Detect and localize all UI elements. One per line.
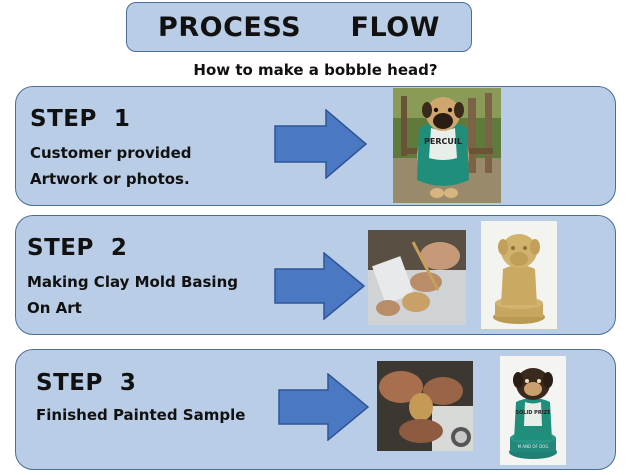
finished-bobblehead-photo: SOLID PRIZE M AND OF DOG <box>500 356 566 465</box>
step-3-panel: STEP 3 Finished Painted Sample <box>15 349 616 470</box>
page-title: PROCESS FLOW <box>158 11 440 43</box>
step-2-description-line-2: On Art <box>27 299 82 317</box>
step-2-title: STEP 2 <box>27 235 128 261</box>
step-1-description: Customer provided Artwork or photos. <box>30 140 192 192</box>
step-3-description: Finished Painted Sample <box>36 402 245 428</box>
bobblehead-base-text: M AND OF DOG <box>518 444 549 449</box>
finished-bobblehead-photo-image: SOLID PRIZE M AND OF DOG <box>500 356 566 465</box>
sculpting-photo-image <box>368 230 466 325</box>
step-2-description: Making Clay Mold Basing On Art <box>27 269 238 321</box>
painting-photo-image <box>377 361 473 451</box>
dog-photo: PERCUIL <box>393 88 501 203</box>
clay-mold-photo <box>481 221 557 329</box>
step-1-panel: STEP 1 Customer provided Artwork or phot… <box>15 86 616 206</box>
step-1-description-line-1: Customer provided <box>30 144 192 162</box>
step-3-title: STEP 3 <box>36 370 137 396</box>
sculpting-photo <box>368 230 466 325</box>
page-subtitle: How to make a bobble head? <box>193 61 438 79</box>
right-arrow-icon <box>274 252 366 320</box>
painting-photo <box>377 361 473 451</box>
step-3-description-line-1: Finished Painted Sample <box>36 406 246 424</box>
right-arrow-icon <box>278 373 370 441</box>
step-1-title: STEP 1 <box>30 106 131 132</box>
bobblehead-shirt-text: SOLID PRIZE <box>515 410 551 416</box>
dog-shirt-text: PERCUIL <box>424 137 462 146</box>
dog-photo-image: PERCUIL <box>393 88 501 203</box>
step-1-description-line-2: Artwork or photos. <box>30 170 190 188</box>
step-2-panel: STEP 2 Making Clay Mold Basing On Art <box>15 215 616 335</box>
clay-mold-photo-image <box>481 221 557 329</box>
right-arrow-icon <box>274 109 368 179</box>
step-2-description-line-1: Making Clay Mold Basing <box>27 273 238 291</box>
title-box: PROCESS FLOW <box>126 2 472 52</box>
